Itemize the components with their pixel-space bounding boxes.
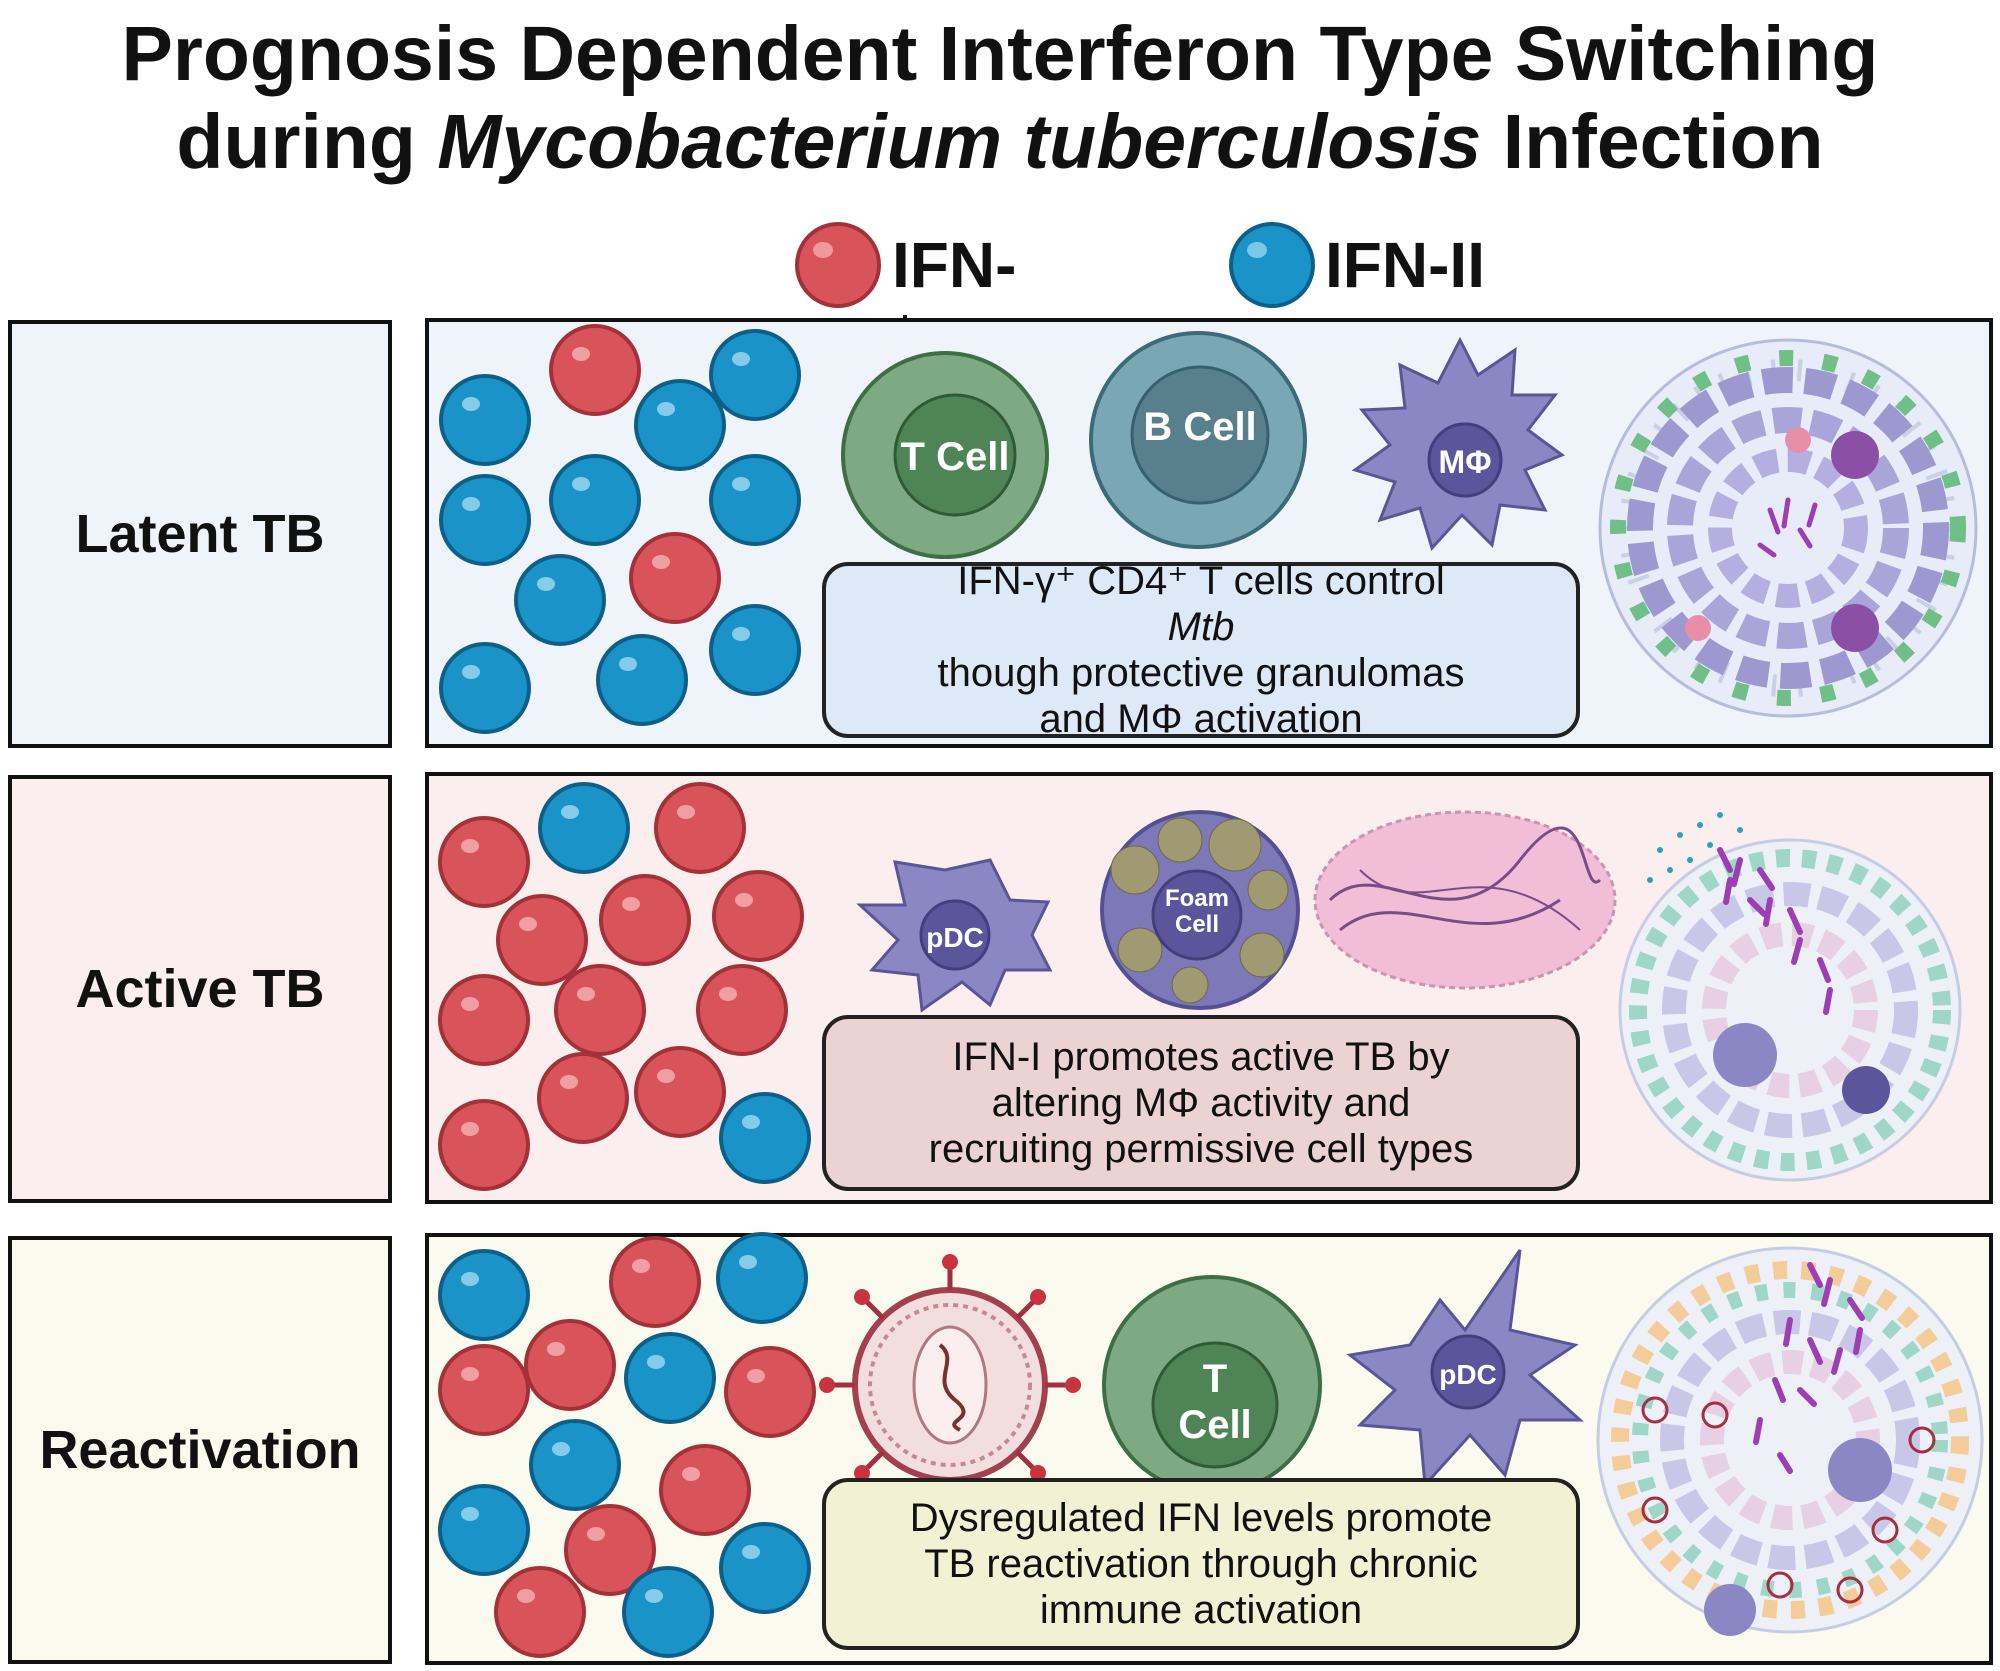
ifn2-sphere: [719, 1092, 811, 1184]
ifn2-sphere: [438, 1249, 530, 1341]
t-cell-label: T Cell: [901, 435, 1010, 479]
ifn2-sphere: [709, 454, 801, 546]
ifn1-sphere: [438, 816, 530, 908]
ifn2-sphere: [719, 1522, 811, 1614]
granuloma-active: [1618, 812, 1962, 1182]
granuloma-latent: [1598, 338, 1978, 718]
b-cell-label: B Cell: [1143, 405, 1256, 449]
caption-reactivation-line2: TB reactivation through chronic: [924, 1542, 1478, 1586]
ifn2-sphere: [529, 1419, 621, 1511]
foam-cell: Foam Cell: [1100, 810, 1300, 1010]
pdc-label: pDC: [926, 922, 984, 953]
pdc-reactivation: pDC: [1346, 1249, 1584, 1489]
caption-active-line2: altering MΦ activity and: [991, 1081, 1411, 1125]
ifn2-sphere: [709, 604, 801, 696]
caption-latent-line1: IFN-γ⁺ CD4⁺ T cells control Mtb: [957, 559, 1445, 649]
active-ifn-spheres: [438, 782, 811, 1191]
ifn1-sphere: [696, 964, 788, 1056]
ifn1-sphere: [634, 1046, 726, 1138]
ifn1-sphere: [609, 1236, 701, 1328]
stage-label-reactivation: Reactivation: [8, 1236, 392, 1664]
ifn2-sphere: [439, 374, 531, 466]
ifn2-sphere: [709, 329, 801, 421]
macrophage-latent: MΦ: [1351, 336, 1566, 551]
ifn1-sphere: [654, 782, 746, 874]
ifn1-sphere: [549, 324, 641, 416]
ifn2-sphere: [538, 782, 630, 874]
ifn2-sphere: [438, 1484, 530, 1576]
t-cell-latent: T Cell: [841, 351, 1049, 559]
caption-latent-line2: though protective granulomas: [937, 651, 1465, 695]
figure-title-line1: Prognosis Dependent Interferon Type Swit…: [121, 11, 1879, 97]
legend-ifn1-sphere: [795, 222, 881, 308]
macrophage-label: MΦ: [1439, 444, 1492, 480]
figure-title-line2: during Mycobacterium tuberculosis Infect…: [176, 99, 1824, 185]
legend-ifn2-label: IFN-II: [1325, 229, 1485, 301]
ifn1-sphere: [438, 974, 530, 1066]
legend-ifn2-sphere: [1229, 222, 1315, 308]
ifn2-sphere: [634, 379, 726, 471]
pdc-active: pDC: [856, 858, 1053, 1013]
b-cell-latent: B Cell: [1089, 331, 1307, 549]
legend-ifn1-label: IFN-: [892, 229, 1017, 301]
t-cell-label-line2: Cell: [1178, 1403, 1251, 1447]
ifn1-sphere: [537, 1052, 629, 1144]
latent-ifn-spheres: [439, 324, 801, 734]
reactivation-ifn-spheres: [438, 1232, 816, 1658]
ifn2-sphere: [716, 1232, 808, 1324]
ifn1-sphere: [494, 1566, 586, 1658]
ifn1-sphere: [438, 1344, 530, 1436]
ifn2-sphere: [624, 1332, 716, 1424]
ifn1-sphere: [554, 964, 646, 1056]
ifn2-sphere: [439, 474, 531, 566]
ifn1-sphere: [724, 1346, 816, 1438]
ifn1-sphere: [438, 1099, 530, 1191]
pdc-label: pDC: [1439, 1359, 1497, 1390]
net-structure: [1313, 810, 1617, 990]
stage-label-latent: Latent TB: [8, 320, 392, 748]
caption-reactivation-line3: immune activation: [1039, 1588, 1363, 1632]
ifn1-sphere: [629, 532, 721, 624]
caption-active-line1: IFN-I promotes active TB by: [952, 1035, 1450, 1079]
granuloma-reactivation: [1596, 1246, 1984, 1636]
t-cell-reactivation: T Cell: [1102, 1275, 1322, 1495]
foam-cell-label-line2: Cell: [1175, 911, 1219, 938]
ifn2-sphere: [622, 1566, 714, 1658]
ifn1-sphere: [496, 894, 588, 986]
caption-active: IFN-I promotes active TB by altering MΦ …: [822, 1015, 1580, 1191]
ifn1-sphere: [712, 870, 804, 962]
caption-reactivation-line1: Dysregulated IFN levels promote: [909, 1496, 1493, 1540]
ifn1-sphere: [659, 1444, 751, 1536]
ifn1-sphere: [524, 1319, 616, 1411]
ifn2-sphere: [596, 634, 688, 726]
foam-cell-label-line1: Foam: [1165, 885, 1229, 912]
ifn2-sphere: [514, 554, 606, 646]
stage-label-active: Active TB: [8, 775, 392, 1203]
virus-particle: [819, 1254, 1081, 1516]
caption-latent: IFN-γ⁺ CD4⁺ T cells control Mtb though p…: [822, 559, 1580, 741]
ifn2-sphere: [549, 454, 641, 546]
species-name: Mycobacterium tuberculosis: [437, 99, 1482, 185]
ifn1-sphere: [599, 874, 691, 966]
caption-active-line3: recruiting permissive cell types: [928, 1127, 1474, 1171]
t-cell-label-line1: T: [1203, 1357, 1227, 1401]
caption-latent-line3: and MΦ activation: [1039, 697, 1363, 741]
ifn2-sphere: [439, 642, 531, 734]
caption-reactivation: Dysregulated IFN levels promote TB react…: [822, 1478, 1580, 1650]
